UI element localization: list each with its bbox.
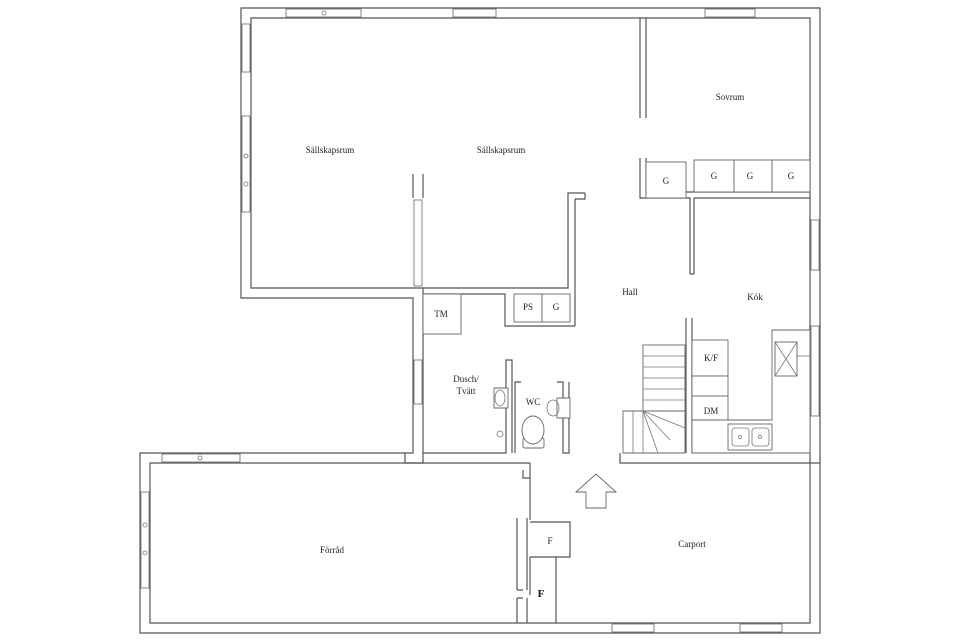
closet-label-f-small: F [547,536,552,546]
interior-walls [404,18,820,623]
entrance-arrow-icon [574,473,618,509]
bathroom-fixtures [493,387,571,449]
room-label-forrad: Förråd [320,545,344,555]
kitchen-fixtures [691,329,811,454]
closet-label-f-bold: F [538,588,545,600]
room-label-tvatt: Tvätt [457,386,476,396]
closet-label-g-hall-top: G [663,176,670,186]
closet-label-g-2: G [747,171,754,181]
room-label-sallskapsrum-left: Sällskapsrum [306,145,355,155]
room-label-dusch: Dusch/ [453,374,479,384]
closet-label-g-3: G [788,171,795,181]
closet-label-g-1: G [711,171,718,181]
room-label-hall: Hall [622,287,638,297]
fixture-label-dm: DM [704,406,719,416]
outer-walls [139,7,821,634]
room-label-sallskapsrum-right: Sällskapsrum [477,145,526,155]
closet-label-tm: TM [434,309,448,319]
fixture-label-kf: K/F [704,353,718,363]
room-label-wc: WC [526,397,541,407]
windows [140,8,820,633]
room-label-kok: Kök [747,292,763,302]
closet-label-ps: PS [523,302,533,312]
room-label-sovrum: Sovrum [716,92,745,102]
room-label-carport: Carport [678,539,706,549]
staircase [622,344,686,454]
closets [422,159,811,335]
closet-label-g-ps: G [553,302,560,312]
